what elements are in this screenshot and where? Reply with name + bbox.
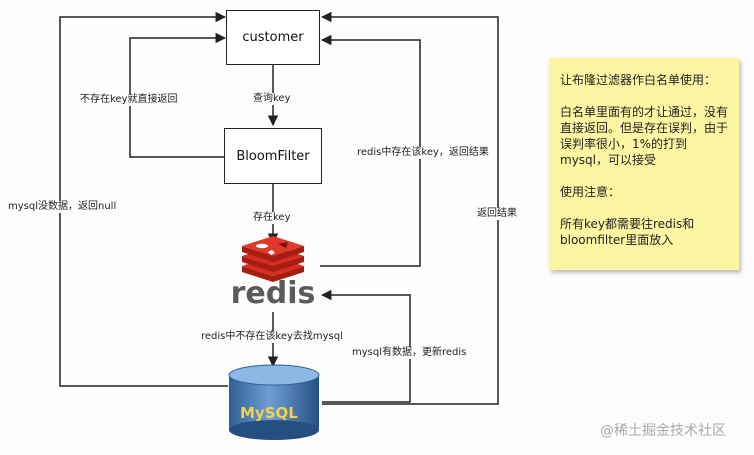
customer-label: customer	[242, 30, 304, 45]
watermark: @稀土掘金技术社区	[600, 423, 726, 439]
note-caution-body: 所有key都需要往redis和bloomfilter里面放入	[560, 217, 695, 247]
note-title: 让布隆过滤器作白名单使用：	[560, 73, 717, 87]
bloomfilter-label: BloomFilter	[236, 148, 310, 164]
label-mysql-update-redis: mysql有数据，更新redis	[352, 347, 467, 359]
sticky-note: 让布隆过滤器作白名单使用： 白名单里面有的才让通过，没有直接返回。但是存在误判，…	[549, 58, 739, 270]
note-caution-title: 使用注意：	[560, 185, 621, 199]
redis-logo-text: redis	[230, 276, 316, 311]
mysql-database-icon: MySQL	[228, 364, 320, 440]
label-redis-has-key: redis中存在该key，返回结果	[357, 147, 489, 159]
label-exist-key: 存在key	[253, 212, 291, 224]
label-mysql-no-data: mysql没数据，返回null	[8, 201, 117, 213]
label-redis-to-mysql: redis中不存在该key去找mysql	[201, 331, 343, 343]
customer-node: customer	[226, 10, 320, 65]
bloomfilter-node: BloomFilter	[224, 128, 322, 184]
label-not-exist-return: 不存在key就直接返回	[80, 94, 178, 106]
redis-cube-icon	[242, 236, 304, 282]
label-return-result: 返回结果	[477, 208, 517, 220]
note-body: 白名单里面有的才让通过，没有直接返回。但是存在误判，由于误判率很小，1%的打到m…	[560, 105, 729, 167]
label-query-key: 查询key	[253, 93, 291, 105]
mysql-logo-text: MySQL	[240, 404, 298, 422]
